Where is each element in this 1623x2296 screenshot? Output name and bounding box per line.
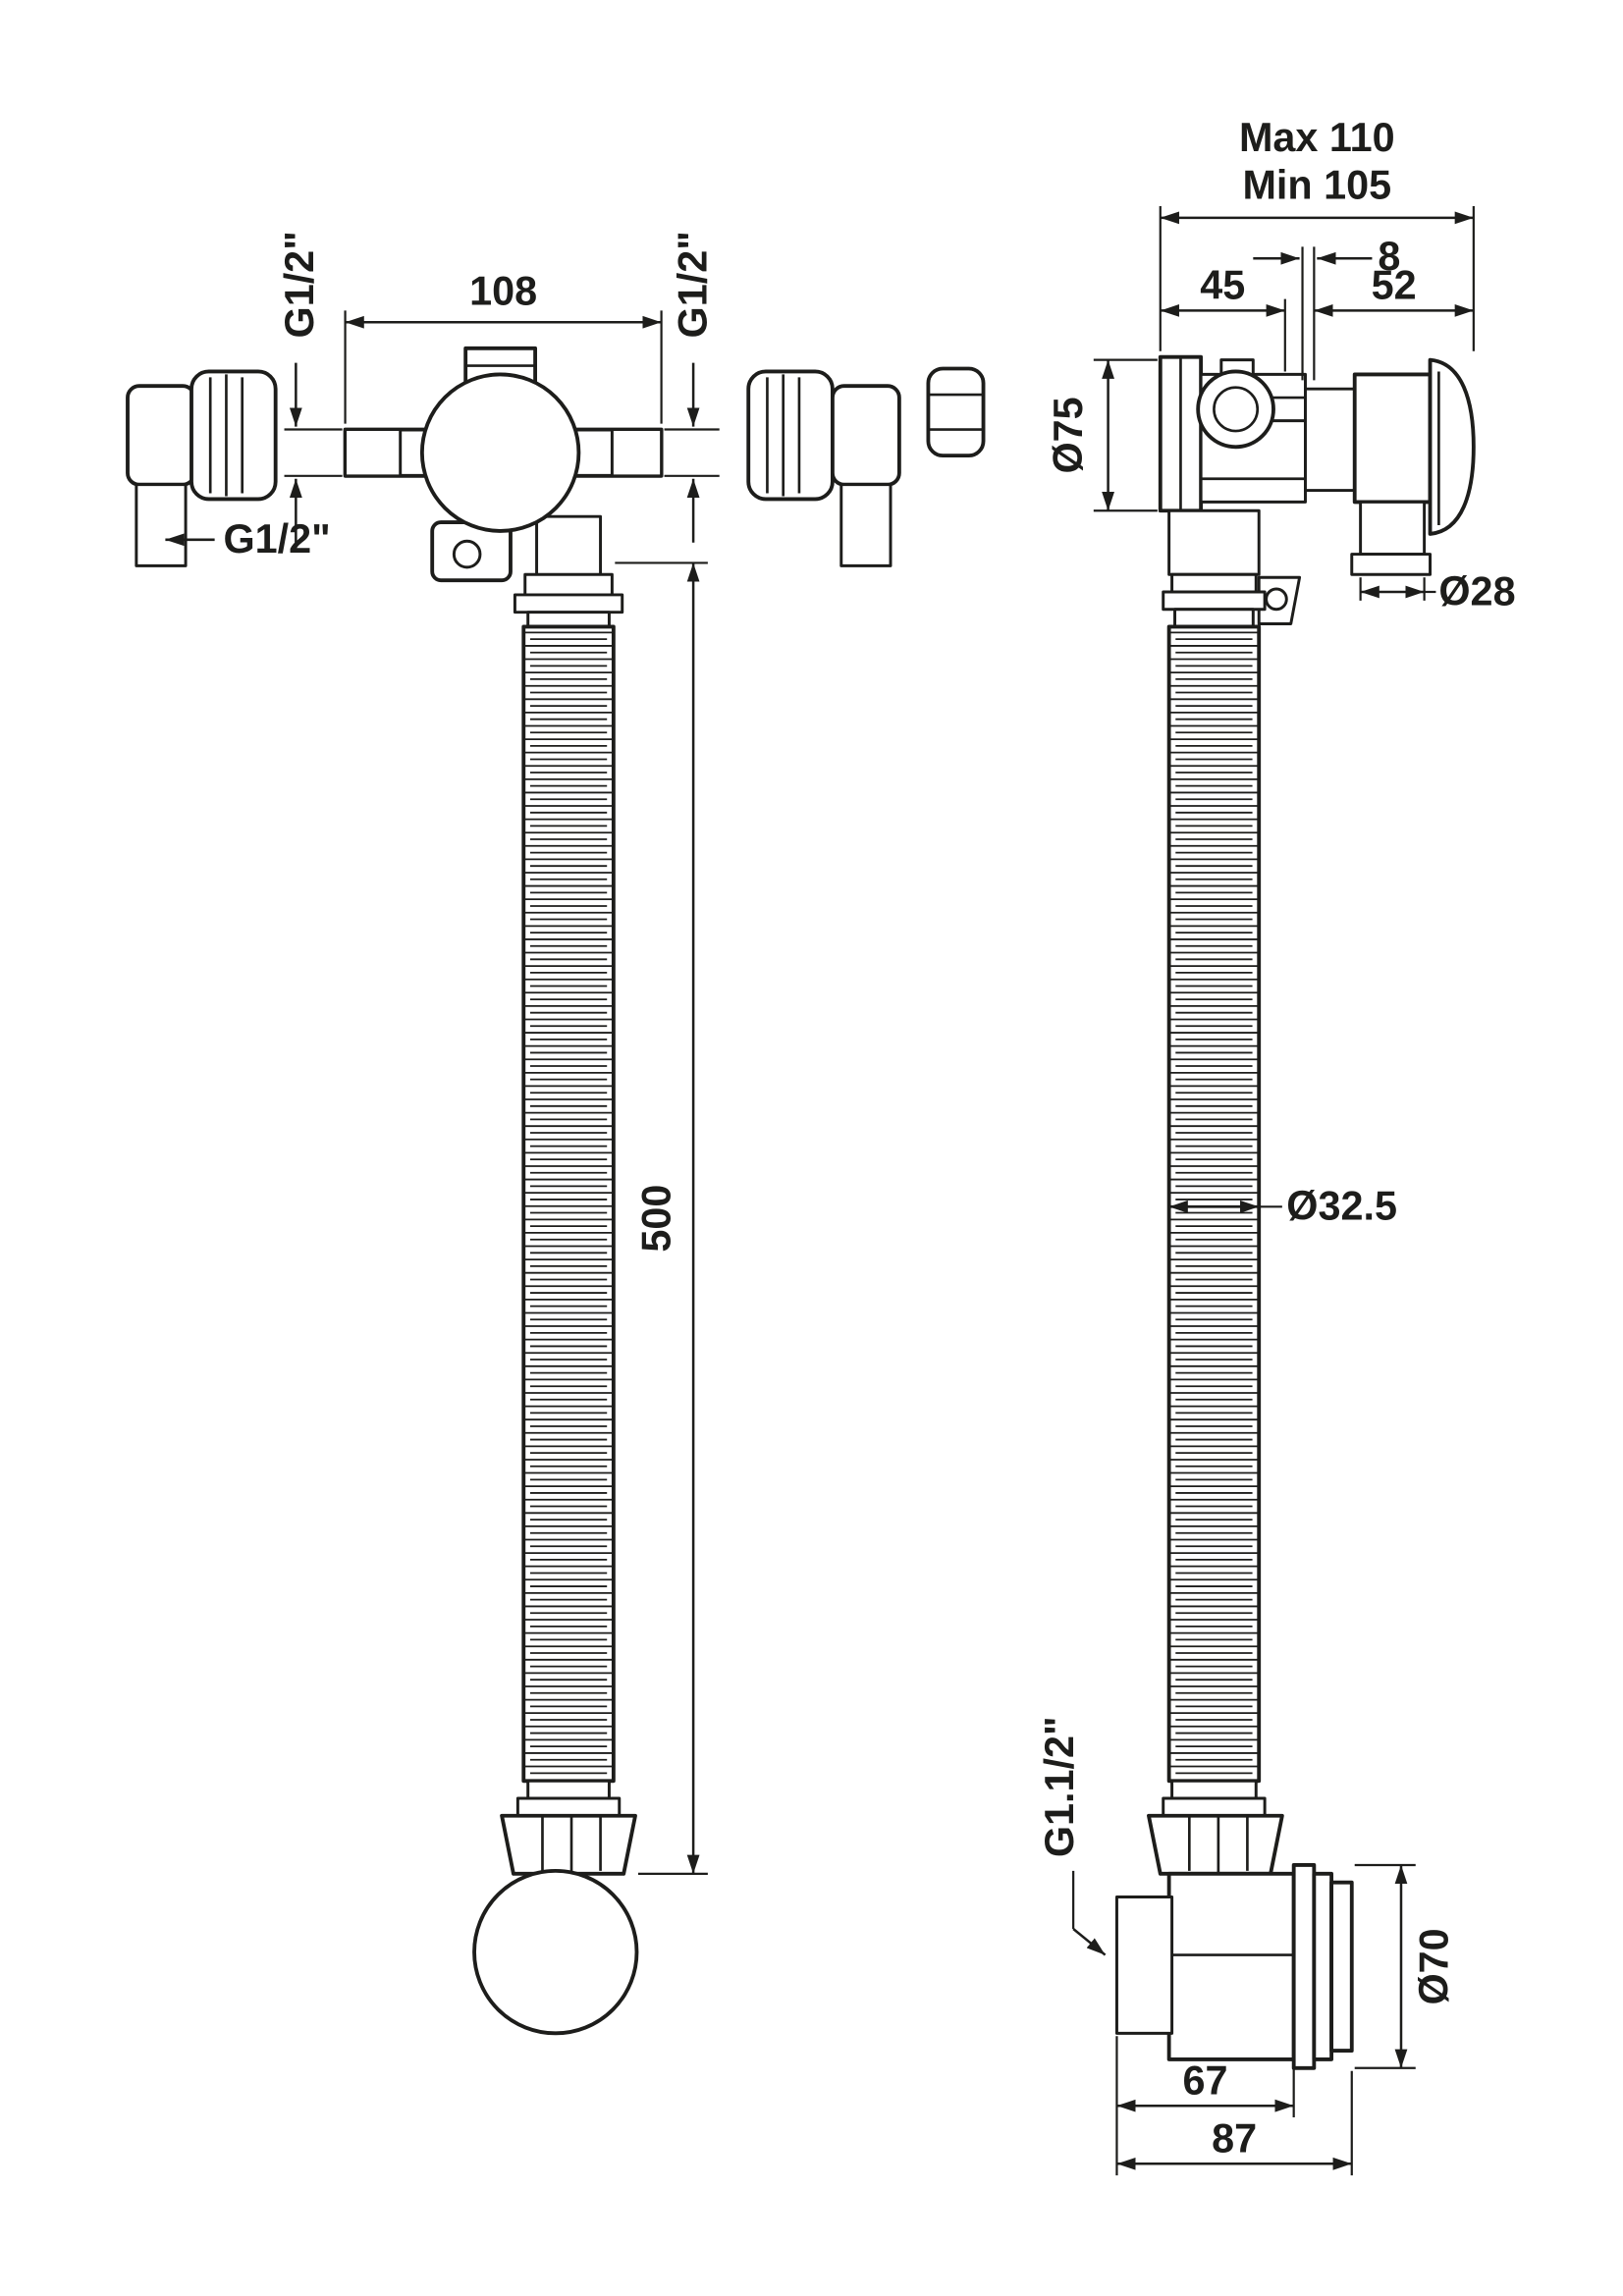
waste-thread-stub xyxy=(1114,1896,1174,2035)
dim-depth-max-label: Max 110 xyxy=(1239,115,1395,160)
side-view: Max 110 Min 105 8 45 52 Ø75 xyxy=(1037,115,1516,2176)
elbow-fitting-right xyxy=(746,369,901,567)
outlet-stub xyxy=(1359,500,1427,557)
dim-plate-thickness-label: 8 xyxy=(1378,234,1400,279)
hose-top-connector-side xyxy=(1162,572,1267,628)
dim-outlet-diameter: Ø28 xyxy=(1359,568,1516,614)
dim-elbow-thread-label: G1/2" xyxy=(223,516,330,561)
dim-hose-outer-diameter: Ø32.5 xyxy=(1168,1184,1397,1229)
dim-projection-depth-label: 52 xyxy=(1372,263,1417,308)
overflow-housing-side xyxy=(1158,354,1476,625)
dim-elbow-thread: G1/2" xyxy=(165,516,331,561)
dim-inset-depth-label: 45 xyxy=(1200,263,1245,308)
dim-overflow-face-diameter-label: Ø75 xyxy=(1046,397,1091,473)
ear-hole xyxy=(1265,587,1288,612)
dim-thread-left-port: G1/2" xyxy=(277,231,343,543)
outlet-flange xyxy=(1350,553,1433,576)
dim-waste-flange-diameter-label: Ø70 xyxy=(1411,1928,1456,2004)
dim-depth-min-label: Min 105 xyxy=(1242,163,1391,208)
dim-thread-left-label: G1/2" xyxy=(277,231,322,338)
dim-waste-flange-diameter: Ø70 xyxy=(1354,1863,1456,2069)
dim-thread-right-port: G1/2" xyxy=(664,231,720,543)
dim-projection-depth: 52 xyxy=(1314,263,1474,317)
dim-hose-outer-diameter-label: Ø32.5 xyxy=(1286,1184,1397,1229)
dim-thread-right-label: G1/2" xyxy=(670,231,715,338)
bracket-screw-hole xyxy=(452,539,482,569)
flexible-hose-front xyxy=(521,624,616,1784)
hose-top-connector-front xyxy=(513,572,624,628)
dim-waste-overall-width-label: 87 xyxy=(1212,2115,1257,2161)
dim-port-span-label: 108 xyxy=(469,269,537,314)
thermostatic-valve-body xyxy=(343,346,664,583)
dim-overflow-face-diameter: Ø75 xyxy=(1046,358,1158,512)
dim-port-span: 108 xyxy=(344,269,663,424)
flexible-hose-side xyxy=(1166,624,1262,1784)
dome-cap xyxy=(1428,357,1476,536)
elbow-fitting-left xyxy=(126,369,278,567)
overflow-cap-front xyxy=(472,1868,639,2036)
dim-inset-depth: 45 xyxy=(1160,263,1286,372)
waste-fitting-side xyxy=(1114,1779,1354,2070)
hose-bottom-connector-front xyxy=(500,1779,637,1876)
dim-waste-body-width-label: 67 xyxy=(1183,2057,1228,2103)
dim-waste-body-width: 67 xyxy=(1115,2036,1295,2176)
dim-hose-length: 500 xyxy=(615,561,708,1875)
dim-outlet-diameter-label: Ø28 xyxy=(1438,568,1515,614)
dim-waste-thread-label: G1.1/2" xyxy=(1037,1716,1082,1857)
dim-waste-thread: G1.1/2" xyxy=(1037,1716,1107,1956)
cable-knob xyxy=(1196,369,1275,450)
dim-hose-length-label: 500 xyxy=(633,1185,678,1253)
barrel-nut xyxy=(926,366,986,458)
front-view: 108 G1/2" G1/2" G1/2" 500 xyxy=(126,231,986,2036)
dim-waste-overall-width: 87 xyxy=(1116,2070,1353,2176)
dim-overall-depth: Max 110 Min 105 xyxy=(1159,115,1475,351)
